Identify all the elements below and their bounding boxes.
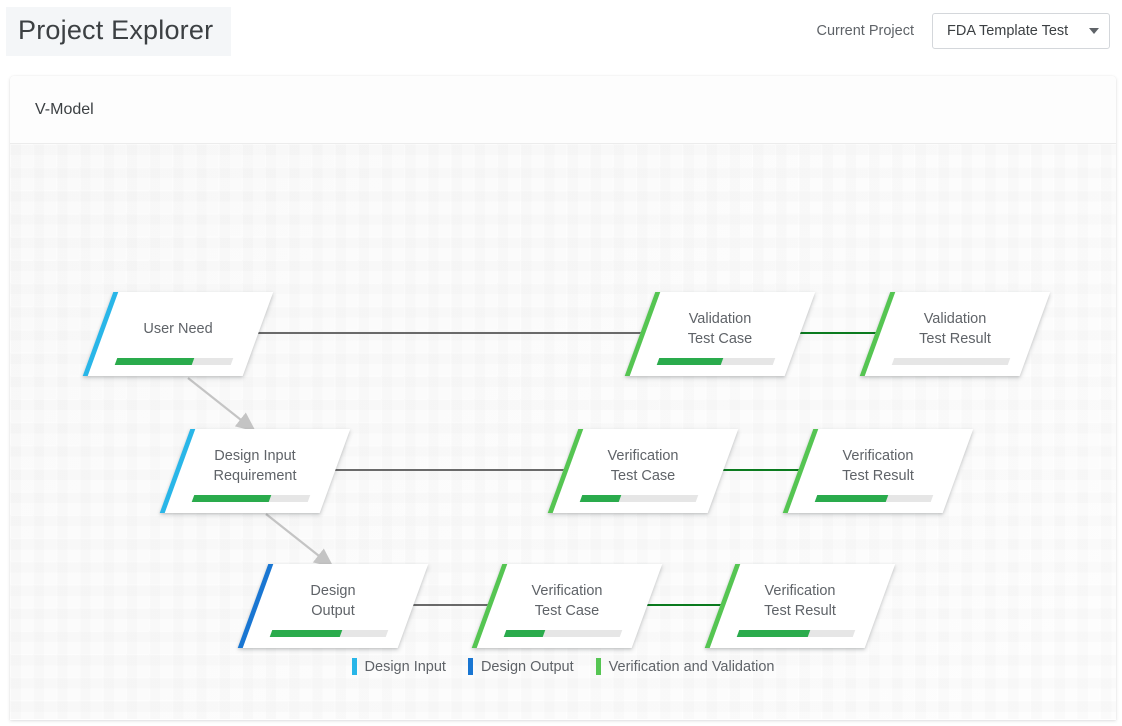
- legend-swatch: [595, 658, 601, 675]
- node-progress-track: [503, 630, 623, 637]
- legend-item: Design Output: [467, 658, 574, 675]
- node-progress-track: [114, 358, 234, 365]
- legend-label: Design Input: [364, 658, 446, 675]
- legend-item: Verification and Validation: [595, 658, 775, 675]
- node-progress-track: [191, 495, 311, 502]
- node-progress-track: [579, 495, 699, 502]
- node-progress-fill: [114, 358, 194, 365]
- app-header: Project Explorer Current Project FDA Tem…: [0, 0, 1122, 62]
- node-progress-track: [656, 358, 776, 365]
- legend-label: Design Output: [480, 658, 574, 675]
- diagram-legend: Design Input Design Output Verification an…: [10, 658, 1116, 675]
- current-project-select[interactable]: FDA Template Test: [932, 13, 1110, 49]
- node-progress-fill: [814, 495, 889, 502]
- page-title: Project Explorer: [6, 6, 232, 56]
- node-progress-fill: [736, 630, 811, 637]
- card-header: V-Model: [10, 76, 1116, 144]
- node-progress-fill: [579, 495, 622, 502]
- current-project-value: FDA Template Test: [947, 23, 1069, 39]
- node-user-need[interactable]: User Need: [82, 292, 274, 376]
- v-model-card: V-Model: [10, 76, 1116, 720]
- node-progress-track: [891, 358, 1011, 365]
- legend-swatch: [467, 658, 473, 675]
- node-progress-track: [736, 630, 856, 637]
- header-right-group: Current Project FDA Template Test: [816, 13, 1122, 49]
- node-progress-fill: [191, 495, 271, 502]
- node-progress-fill: [269, 630, 342, 637]
- legend-label: Verification and Validation: [608, 658, 775, 675]
- connector-design-input-requirement-to-design-output: [265, 513, 334, 568]
- connector-layer: [187, 325, 904, 613]
- node-progress-track: [814, 495, 934, 502]
- card-title: V-Model: [35, 100, 94, 118]
- legend-swatch: [351, 658, 357, 675]
- chevron-down-icon: [1089, 28, 1099, 34]
- current-project-label: Current Project: [816, 23, 914, 39]
- legend-item: Design Input: [351, 658, 446, 675]
- node-progress-track: [269, 630, 389, 637]
- connector-user-need-to-design-input-requirement: [187, 377, 256, 432]
- node-progress-fill: [503, 630, 546, 637]
- node-progress-fill: [656, 358, 724, 365]
